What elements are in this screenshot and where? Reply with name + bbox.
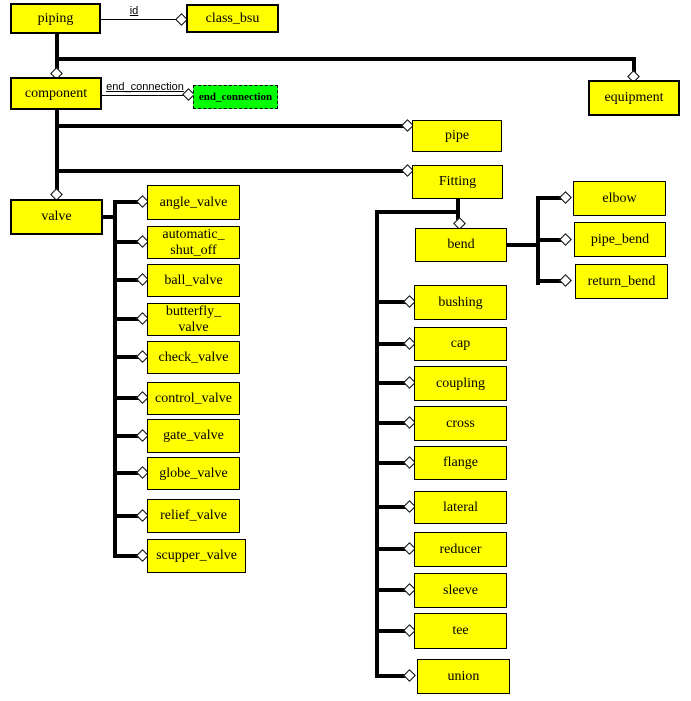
edge-stub-elbow [540,196,562,200]
node-piping[interactable]: piping [10,3,101,34]
edge-stub-coupling [377,381,406,385]
edge-bend-spine [536,196,540,285]
node-cross[interactable]: cross [414,406,507,441]
node-angle-valve[interactable]: angle_valve [147,185,240,220]
edge-valve-spine [113,200,117,558]
edge-valve-connector [101,215,115,219]
edge-stub-cross [377,421,406,425]
edge-label-id[interactable]: id [129,5,139,17]
edge-fitting-elbow [375,210,460,214]
edge-stub-return-bend [540,279,562,283]
node-flange[interactable]: flange [414,446,507,480]
node-bushing[interactable]: bushing [414,285,507,320]
node-automatic-shut-off[interactable]: automatic_ shut_off [147,226,240,259]
node-lateral[interactable]: lateral [414,491,507,524]
edge-stub-gate-valve [115,434,139,438]
node-control-valve[interactable]: control_valve [147,382,240,415]
aggregation-diamond-icon [559,233,572,246]
node-class-bsu[interactable]: class_bsu [186,4,279,33]
edge-pipe-branch [55,124,404,128]
edge-stub-butterfly-valve [115,317,139,321]
node-butterfly-valve[interactable]: butterfly_ valve [147,303,240,336]
node-scupper-valve[interactable]: scupper_valve [147,539,246,573]
edge-stub-scupper-valve [115,554,139,558]
edge-stub-tee [377,629,406,633]
node-coupling[interactable]: coupling [414,366,507,401]
edge-bend-connector [507,243,540,247]
edge-fitting-branch [55,169,404,173]
edge-label-end-connection[interactable]: end_connection [106,81,184,93]
edge-stub-pipe-bend [540,238,562,242]
node-relief-valve[interactable]: relief_valve [147,499,240,533]
edge-stub-control-valve [115,396,139,400]
edge-stub-reducer [377,547,406,551]
node-valve[interactable]: valve [10,199,103,235]
edge-stub-bushing [377,300,406,304]
node-equipment[interactable]: equipment [588,80,680,116]
edge-component-down [55,110,59,191]
edge-fitting-drop [456,198,460,212]
node-bend[interactable]: bend [415,228,507,262]
node-globe-valve[interactable]: globe_valve [147,457,240,490]
edge-piping-down [55,34,59,69]
node-union[interactable]: union [417,659,510,694]
node-gate-valve[interactable]: gate_valve [147,419,240,453]
edge-stub-angle-valve [115,200,139,204]
node-component[interactable]: component [10,77,102,110]
node-return-bend[interactable]: return_bend [575,264,668,299]
aggregation-diamond-icon [559,191,572,204]
edge-stub-automatic-shut-off [115,240,139,244]
node-check-valve[interactable]: check_valve [147,341,240,374]
edge-stub-sleeve [377,588,406,592]
node-sleeve[interactable]: sleeve [414,573,507,608]
node-pipe-bend[interactable]: pipe_bend [574,222,666,257]
edge-fitting-spine [375,210,379,678]
edge-stub-cap [377,342,406,346]
edge-stub-globe-valve [115,471,139,475]
node-fitting[interactable]: Fitting [412,165,503,199]
edge-stub-flange [377,461,406,465]
edge-stub-relief-valve [115,514,139,518]
edge-component-endconnection [102,95,186,96]
node-pipe[interactable]: pipe [412,120,502,152]
edge-stub-check-valve [115,355,139,359]
edge-top-bus [55,57,636,61]
node-elbow[interactable]: elbow [573,181,666,216]
edge-stub-lateral [377,505,406,509]
aggregation-diamond-icon [403,669,416,682]
edge-stub-union [377,674,406,678]
node-end-connection-selected[interactable]: end_connection [193,85,278,109]
edge-equipment-drop [632,57,636,73]
edge-bend-drop [456,212,460,220]
node-cap[interactable]: cap [414,327,507,361]
node-reducer[interactable]: reducer [414,532,507,567]
edge-piping-classbsu [101,19,177,20]
edge-stub-ball-valve [115,278,139,282]
node-tee[interactable]: tee [414,613,507,649]
node-ball-valve[interactable]: ball_valve [147,264,240,297]
aggregation-diamond-icon [559,274,572,287]
